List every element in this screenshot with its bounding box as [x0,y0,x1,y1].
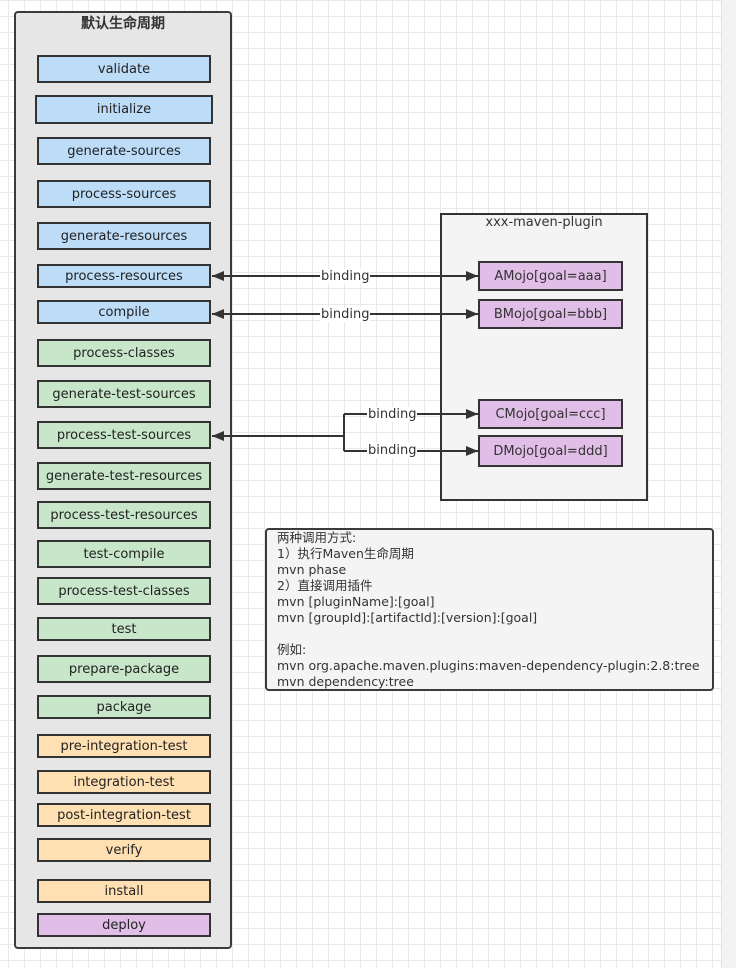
phase-generate-resources: generate-resources [37,222,211,250]
phase-initialize: initialize [35,95,213,124]
phase-install: install [37,879,211,903]
note-line: mvn org.apache.maven.plugins:maven-depen… [277,658,700,673]
mojo-box: DMojo[goal=ddd] [478,435,623,467]
phase-verify: verify [37,838,211,862]
phase-generate-test-resources: generate-test-resources [37,462,211,490]
note-line: mvn phase [277,562,347,577]
phase-test: test [37,617,211,641]
phase-test-compile: test-compile [37,540,211,568]
phase-generate-test-sources: generate-test-sources [37,380,211,408]
phase-process-resources: process-resources [37,264,211,288]
canvas-scrollbar[interactable] [721,0,736,968]
note-line: 两种调用方式: [277,530,357,545]
invocation-note: 两种调用方式: 1）执行Maven生命周期 mvn phase 2）直接调用插件… [265,528,714,691]
phase-post-integration-test: post-integration-test [37,803,211,827]
plugin-title: xxx-maven-plugin [485,215,603,230]
note-line: 1）执行Maven生命周期 [277,546,414,561]
mojo-box: BMojo[goal=bbb] [478,299,623,329]
phase-validate: validate [37,55,211,83]
phase-generate-sources: generate-sources [37,137,211,165]
mojo-box: AMojo[goal=aaa] [478,261,623,291]
phase-process-test-resources: process-test-resources [37,501,211,529]
note-line: mvn dependency:tree [277,674,414,689]
note-line [277,626,712,642]
phase-deploy: deploy [37,913,211,937]
binding-label-c: binding [367,407,418,422]
phase-integration-test: integration-test [37,770,211,794]
note-line: mvn [groupId]:[artifactId]:[version]:[go… [277,610,538,625]
phase-pre-integration-test: pre-integration-test [37,734,211,758]
binding-label-d: binding [367,443,418,458]
phase-process-classes: process-classes [37,339,211,367]
phase-process-sources: process-sources [37,180,211,208]
binding-label-b: binding [320,307,371,322]
mojo-box: CMojo[goal=ccc] [478,399,623,429]
phase-compile: compile [37,300,211,324]
phase-prepare-package: prepare-package [37,655,211,683]
binding-label-a: binding [320,269,371,284]
phase-process-test-classes: process-test-classes [37,577,211,605]
note-line: 2）直接调用插件 [277,578,373,593]
note-line: 例如: [277,642,307,657]
phase-process-test-sources: process-test-sources [37,421,211,449]
phase-package: package [37,695,211,719]
note-line: mvn [pluginName]:[goal] [277,594,435,609]
lifecycle-title: 默认生命周期 [81,16,165,32]
